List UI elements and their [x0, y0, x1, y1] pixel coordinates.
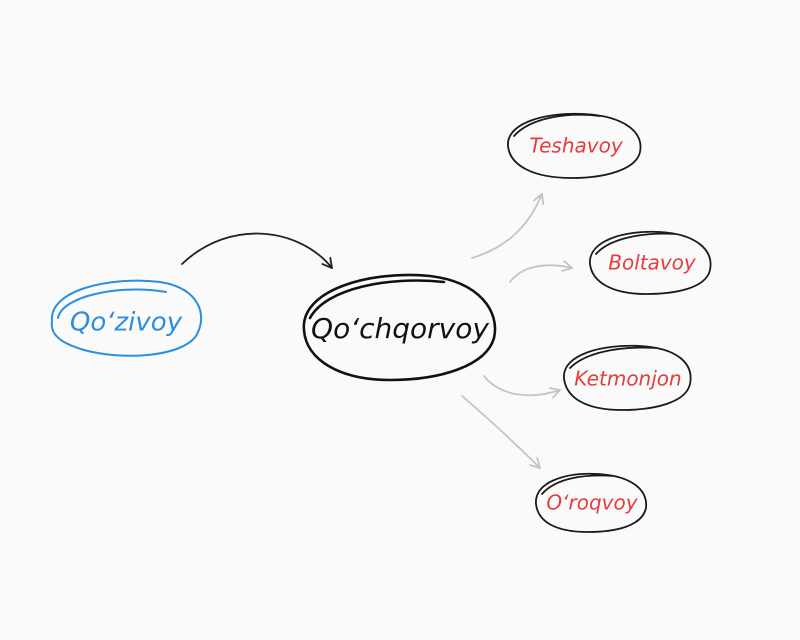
arrow-central-to-oroqvoy — [461, 395, 541, 469]
node-child-label: O‘roqvoy — [546, 491, 638, 515]
node-child-boltavoy: Boltavoy — [589, 230, 712, 295]
node-central-outline — [302, 273, 497, 382]
node-child-label: Boltavoy — [608, 251, 697, 275]
arrow-source-to-central — [181, 232, 333, 269]
node-source-outline — [50, 279, 203, 357]
node-child-label: Ketmonjon — [574, 367, 681, 391]
node-child-teshavoy: Teshavoy — [507, 112, 642, 179]
node-child-outline — [535, 472, 647, 533]
node-central: Qo‘chqorvoy — [302, 273, 497, 382]
node-source: Qo‘zivoy — [50, 279, 203, 357]
node-source-label: Qo‘zivoy — [70, 308, 183, 338]
node-central-label: Qo‘chqorvoy — [311, 312, 489, 345]
node-child-ketmonjon: Ketmonjon — [563, 344, 692, 411]
node-child-outline — [507, 112, 642, 179]
arrow-central-to-ketmonjon — [483, 375, 561, 399]
arrow-central-to-boltavoy — [509, 260, 573, 283]
node-child-outline — [589, 230, 712, 295]
arrow-central-to-teshavoy — [471, 193, 545, 259]
node-child-label: Teshavoy — [529, 134, 623, 158]
node-child-oroqvoy: O‘roqvoy — [535, 472, 647, 533]
connectors — [181, 193, 573, 469]
node-child-outline — [563, 344, 692, 411]
